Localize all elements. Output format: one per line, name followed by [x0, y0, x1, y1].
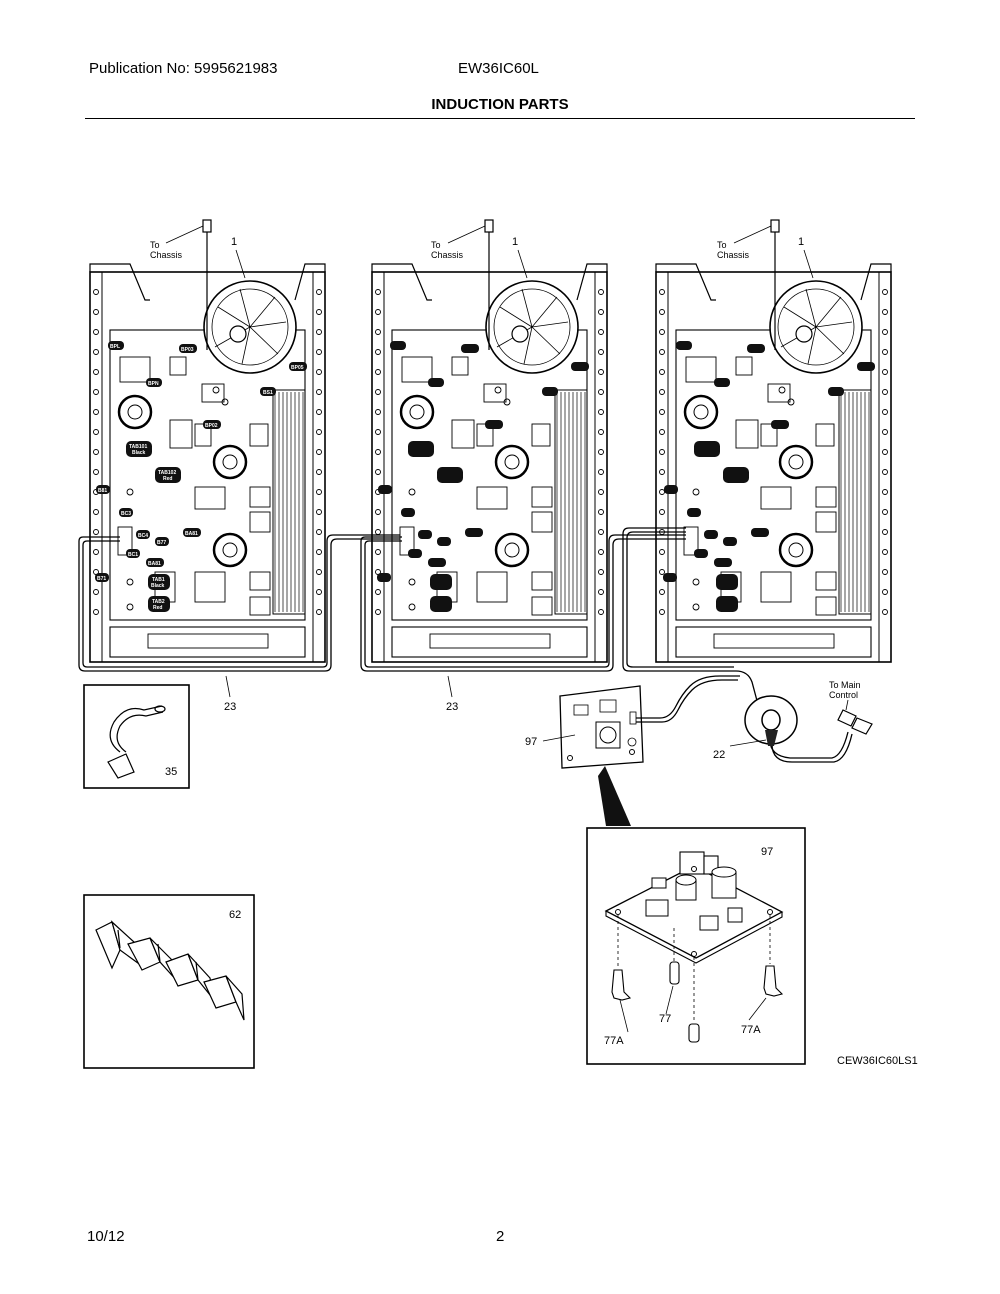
- cable-callout-2: 23: [446, 701, 458, 713]
- standoff-callout-77a-right: 77A: [741, 1024, 761, 1036]
- chip-tab2-color: Red: [153, 605, 162, 611]
- chip-bc3: BC3: [121, 511, 131, 517]
- control-board-97: [559, 685, 644, 769]
- fan-callout-3: 1: [798, 236, 804, 248]
- page-number: 2: [496, 1228, 505, 1245]
- detail-callout-97: 97: [761, 846, 773, 858]
- chip-tab1: TAB1: [152, 577, 165, 583]
- chip-b71: B71: [97, 576, 106, 582]
- model-number: EW36IC60L: [458, 60, 539, 77]
- chip-tab1-color: Black: [151, 583, 165, 589]
- holder-callout-62: 62: [229, 909, 241, 921]
- to-main-control-label-b: Control: [829, 690, 858, 700]
- harness-callout-22: 22: [713, 749, 725, 761]
- holder-62-drawing: [95, 920, 245, 1021]
- revision-date: 10/12: [87, 1228, 125, 1245]
- cable-callout-1: 23: [224, 701, 236, 713]
- diagram-code: CEW36IC60LS1: [837, 1055, 918, 1067]
- board-callout-97: 97: [525, 736, 537, 748]
- chip-bs1: BS1: [263, 390, 273, 396]
- to-chassis-label-1b: Chassis: [150, 250, 183, 260]
- chip-bc4: BC4: [138, 533, 148, 539]
- harness-22: [636, 675, 853, 763]
- to-chassis-label-3: To: [717, 240, 727, 250]
- main-control-connectors: [837, 699, 873, 735]
- interconnect-cables: [78, 527, 761, 713]
- chip-bp02: BP02: [205, 423, 218, 429]
- chip-ba81-b: BA81: [148, 561, 161, 567]
- chip-ba81: BA81: [185, 531, 198, 537]
- fan-callout-2: 1: [512, 236, 518, 248]
- standoff-callout-77a-left: 77A: [604, 1035, 624, 1047]
- to-main-control-label: To Main: [829, 680, 861, 690]
- clip-35-drawing: [107, 705, 166, 779]
- ferrite-ring: [744, 695, 798, 746]
- chip-bpn: BPN: [148, 381, 159, 387]
- chip-tab102-color: Red: [163, 476, 172, 482]
- module-chip-shapes: [377, 341, 875, 612]
- chip-b81: B81: [98, 488, 107, 494]
- chip-bp05: BP05: [291, 365, 304, 371]
- fan-callout-1: 1: [231, 236, 237, 248]
- to-chassis-label-3b: Chassis: [717, 250, 750, 260]
- clip-35-box: [83, 684, 190, 789]
- induction-module-right: [654, 262, 893, 664]
- chip-b77: B77: [157, 540, 166, 546]
- publication-number: Publication No: 5995621983: [89, 60, 278, 77]
- to-chassis-label-2: To: [431, 240, 441, 250]
- to-chassis-label-1: To: [150, 240, 160, 250]
- to-chassis-label-2b: Chassis: [431, 250, 464, 260]
- zoom-pointer: [598, 766, 631, 826]
- header-rule: [85, 118, 915, 119]
- chip-bc1: BC1: [128, 552, 138, 558]
- board-detail-drawing: [604, 851, 784, 1043]
- page-title: INDUCTION PARTS: [431, 96, 569, 113]
- chip-tab102: TAB102: [158, 470, 176, 476]
- chassis-ground-wires: [165, 219, 814, 350]
- spacer-callout-77: 77: [659, 1013, 671, 1025]
- chip-bp03: BP03: [181, 347, 194, 353]
- chip-tab2: TAB2: [152, 599, 165, 605]
- chip-tab101: TAB101: [129, 444, 147, 450]
- chip-tab101-color: Black: [132, 450, 146, 456]
- chip-bpl: BPL: [110, 344, 120, 350]
- clip-callout-35: 35: [165, 766, 177, 778]
